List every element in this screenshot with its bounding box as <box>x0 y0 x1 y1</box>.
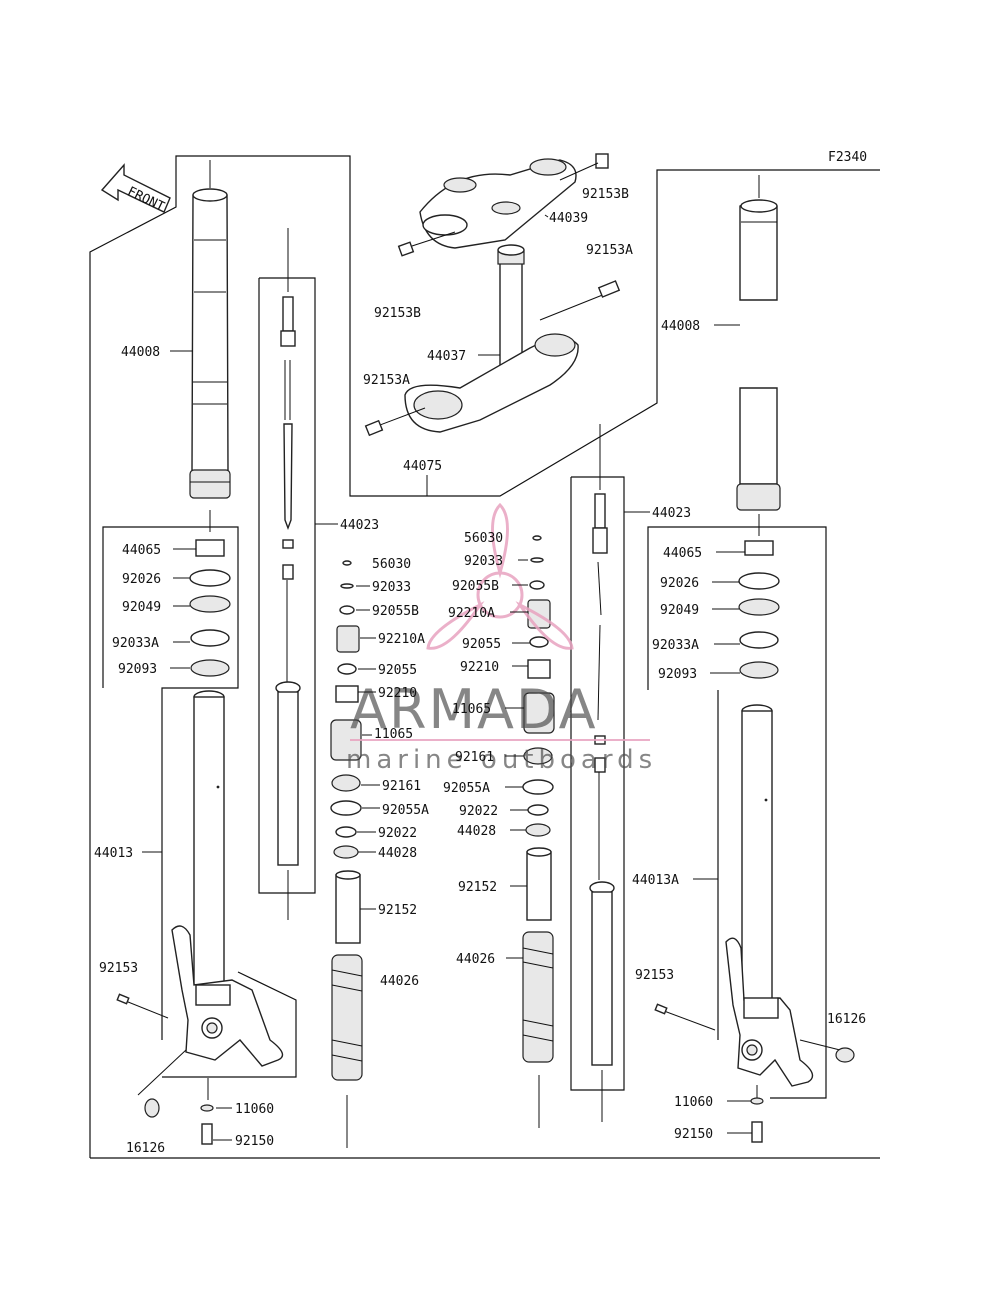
right-axle-bracket <box>725 937 814 1087</box>
part-label: 92022 <box>378 826 417 841</box>
part-label: 92153A <box>586 243 633 258</box>
part-label: 92093 <box>118 662 157 677</box>
left-fork-spring <box>331 954 363 1148</box>
part-label: 92022 <box>459 804 498 819</box>
left-seal-stack <box>189 510 231 677</box>
armada-watermark: ARMADA marine outboards <box>346 502 657 775</box>
part-label: 44065 <box>122 543 161 558</box>
part-label: 92161 <box>455 750 494 765</box>
part-label: 92153B <box>582 187 629 202</box>
part-label: 92153A <box>363 373 410 388</box>
part-label: 44039 <box>549 211 588 226</box>
part-label: 92055B <box>372 604 419 619</box>
part-label: 16126 <box>126 1141 165 1156</box>
figure-code: F2340 <box>828 150 867 165</box>
part-label: 92055A <box>443 781 490 796</box>
right-inner-tube <box>741 704 773 1002</box>
watermark-subtitle: marine outboards <box>346 745 657 775</box>
part-label: 92153 <box>635 968 674 983</box>
part-label: 92150 <box>674 1127 713 1142</box>
left-damper-rod <box>275 228 301 920</box>
part-label: 92150 <box>235 1134 274 1149</box>
front-direction-arrow: FRONT <box>100 163 171 215</box>
part-label: 44013 <box>94 846 133 861</box>
part-label: 11060 <box>235 1102 274 1117</box>
label-leader-lines <box>142 214 752 1141</box>
part-label: 92152 <box>458 880 497 895</box>
right-fork-spring <box>522 931 554 1128</box>
part-label: 92026 <box>122 572 161 587</box>
part-label: 92055B <box>452 579 499 594</box>
part-label: 44023 <box>340 518 379 533</box>
part-label: 92026 <box>660 576 699 591</box>
left-hardware <box>116 993 214 1145</box>
watermark-title: ARMADA <box>350 678 598 741</box>
part-label: 44023 <box>652 506 691 521</box>
part-label: 92033 <box>372 580 411 595</box>
part-label: 92210 <box>378 686 417 701</box>
part-label: 44028 <box>457 824 496 839</box>
part-label: 44065 <box>663 546 702 561</box>
part-label: 11065 <box>374 727 413 742</box>
part-label: 44026 <box>380 974 419 989</box>
part-label: 92049 <box>660 603 699 618</box>
upper-triple-clamp <box>419 158 577 249</box>
part-label: 92161 <box>382 779 421 794</box>
part-label: 92033A <box>112 636 159 651</box>
part-label: 92055A <box>382 803 429 818</box>
steering-stem <box>497 244 525 381</box>
part-label: 92055 <box>462 637 501 652</box>
part-label: 56030 <box>464 531 503 546</box>
part-label: 44075 <box>403 459 442 474</box>
part-label: 92033A <box>652 638 699 653</box>
right-outer-tube <box>736 175 781 511</box>
left-outer-tube <box>189 160 231 499</box>
part-label: 92153B <box>374 306 421 321</box>
part-label: 11065 <box>452 702 491 717</box>
part-label: 44028 <box>378 846 417 861</box>
part-number-labels: 44008 44065 92026 92049 92033A 92093 440… <box>94 187 866 1156</box>
part-label: 92152 <box>378 903 417 918</box>
propeller-logo-icon <box>426 502 574 650</box>
part-label: 92210 <box>460 660 499 675</box>
right-hardware <box>654 1003 855 1143</box>
part-label: 44037 <box>427 349 466 364</box>
part-label: 16126 <box>827 1012 866 1027</box>
part-label: 92210A <box>378 632 425 647</box>
assembly-outline-frames <box>89 155 880 1159</box>
left-inner-tube <box>193 690 225 988</box>
lower-triple-clamp <box>404 333 579 433</box>
part-label: 44026 <box>456 952 495 967</box>
part-label: 11060 <box>674 1095 713 1110</box>
part-label: 92153 <box>99 961 138 976</box>
part-label: 56030 <box>372 557 411 572</box>
part-label: 92093 <box>658 667 697 682</box>
part-label: 92210A <box>448 606 495 621</box>
left-axle-bracket <box>171 925 284 1067</box>
part-label: 44008 <box>121 345 160 360</box>
part-label: 92049 <box>122 600 161 615</box>
right-seal-stack <box>738 514 780 679</box>
part-label: 44013A <box>632 873 679 888</box>
part-label: 92033 <box>464 554 503 569</box>
part-label: 92055 <box>378 663 417 678</box>
upper-clamp-bolts <box>397 153 609 257</box>
lower-clamp-bolts <box>364 280 621 437</box>
part-label: 44008 <box>661 319 700 334</box>
